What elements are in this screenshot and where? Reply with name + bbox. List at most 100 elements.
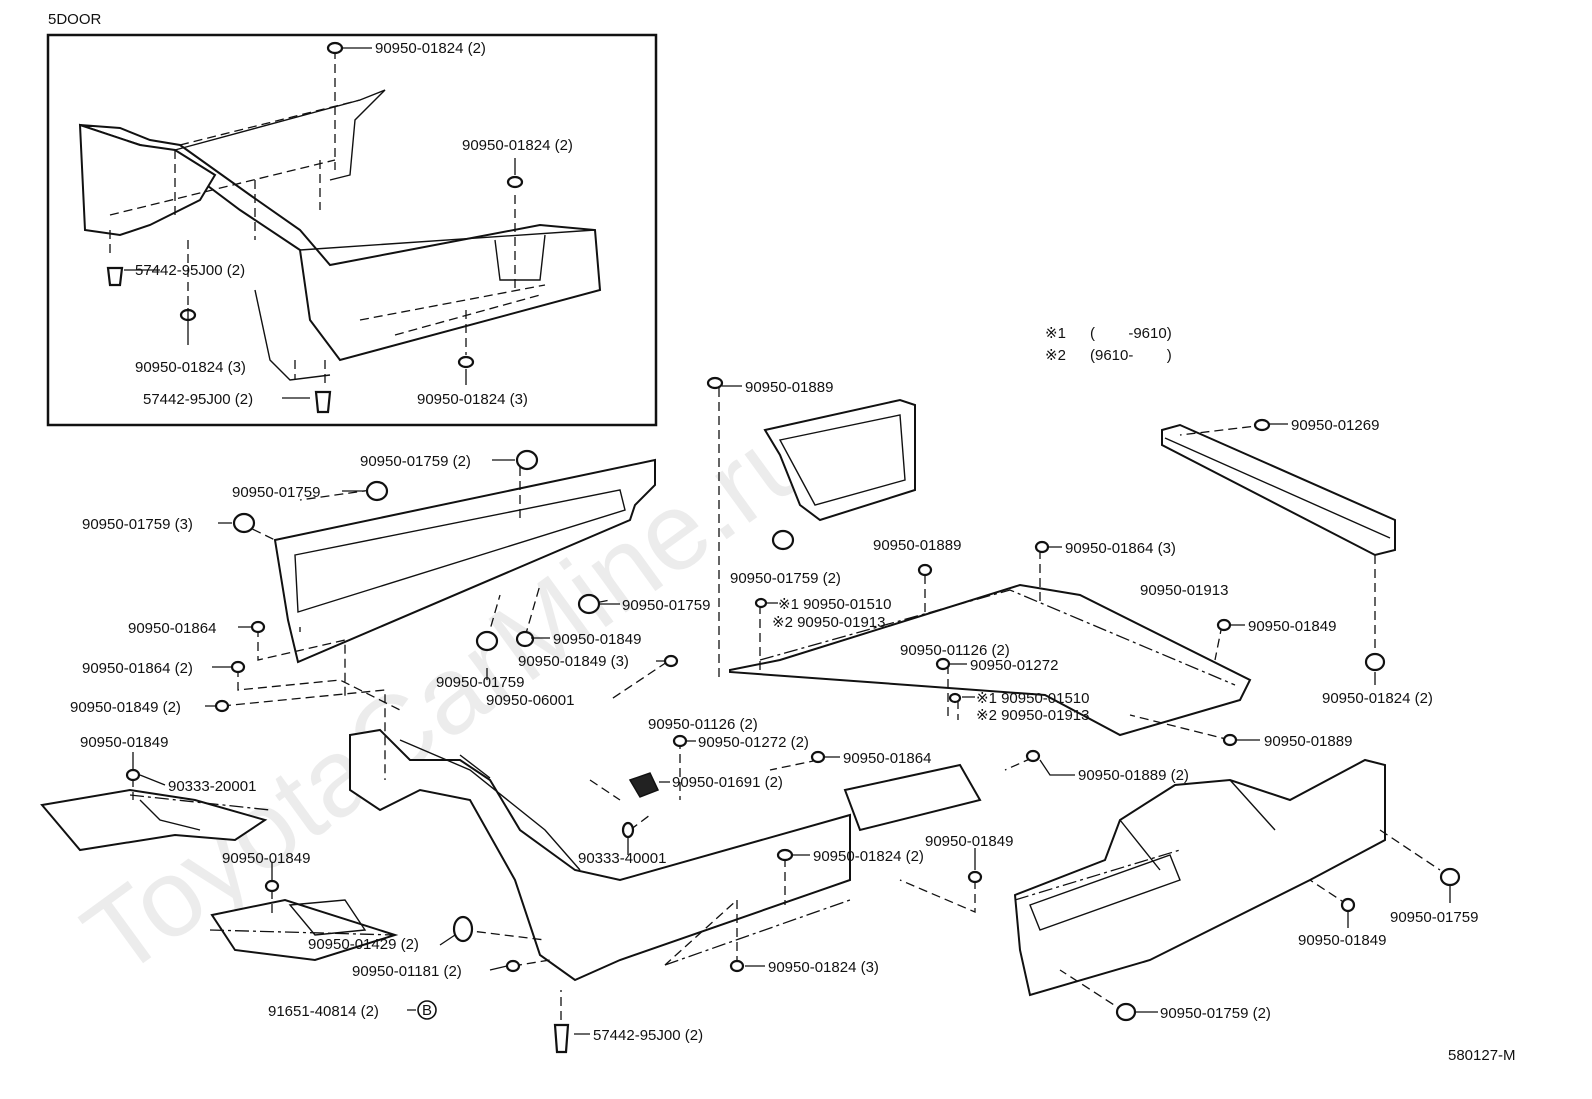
drawing-number: 580127-M (1448, 1047, 1516, 1064)
clip-icon (810, 750, 826, 764)
clip-icon (1034, 540, 1050, 554)
part-label: 90950-01849 (925, 833, 1013, 850)
clip-icon (935, 657, 951, 671)
part-label: 57442-95J00 (2) (143, 391, 253, 408)
grommet-icon (1439, 867, 1461, 887)
clip-icon (1025, 749, 1041, 763)
part-label: 90950-01759 (622, 597, 710, 614)
part-label: 90950-01864 (3) (1065, 540, 1176, 557)
part-label: 91651-40814 (2) (268, 1003, 379, 1020)
part-label: 90950-01759 (1390, 909, 1478, 926)
rear-pocket-panel (763, 398, 916, 522)
part-label: ※1 90950-01510 (778, 596, 892, 613)
clip-icon (917, 563, 933, 577)
clip-icon (125, 768, 141, 782)
part-label: 90950-01759 (436, 674, 524, 691)
part-label: 90333-40001 (578, 850, 666, 867)
part-label: 90950-06001 (486, 692, 574, 709)
push-rivet-icon (106, 266, 124, 287)
part-label: 90950-01824 (2) (375, 40, 486, 57)
clip-icon (948, 692, 962, 704)
clip-icon (457, 355, 475, 369)
clip-icon (672, 734, 688, 748)
part-label: 90950-01126 (2) (648, 716, 758, 733)
part-label: 90950-01849 (80, 734, 168, 751)
grommet-icon (475, 630, 499, 652)
clip-icon (1253, 418, 1271, 432)
part-label: ※1 90950-01510 (976, 690, 1090, 707)
clip-icon (1340, 897, 1356, 913)
clip-icon (506, 175, 524, 189)
part-label: 90950-01889 (1264, 733, 1352, 750)
inset-5door: 5DOOR 90950-01824 (2) 90950-01824 (2) 57… (46, 11, 658, 427)
clip-icon (505, 959, 521, 973)
clip-icon (1216, 618, 1232, 632)
inset-liner-part (78, 89, 602, 381)
note-2-mark: ※2 (1045, 347, 1066, 364)
clip-icon (214, 699, 230, 713)
part-label: ※2 90950-01913 (976, 707, 1090, 724)
push-rivet-icon (314, 390, 332, 414)
part-label: 90950-01269 (1291, 417, 1379, 434)
plug-icon (621, 821, 635, 839)
dashed-guides (129, 388, 1441, 1020)
grommet-icon (515, 630, 535, 648)
reference-b-letter: B (422, 1002, 432, 1019)
grommet-icon (771, 529, 795, 551)
part-label: 90950-01824 (3) (417, 391, 528, 408)
part-label: 90950-01126 (2) (900, 642, 1010, 659)
push-rivet-icon (553, 1023, 570, 1054)
clip-icon (967, 870, 983, 884)
notes: ※1 ( -9610) ※2 (9610- ) (1045, 325, 1172, 364)
part-labels: 90950-01889 90950-01269 90950-01759 (2) … (70, 379, 1478, 1044)
side-trim-board (273, 458, 656, 664)
part-label: 90950-01429 (2) (308, 936, 419, 953)
part-label: 90950-01272 (970, 657, 1058, 674)
part-label: 90950-01889 (2) (1078, 767, 1189, 784)
part-label: 90950-01759 (232, 484, 320, 501)
part-label: 90950-01849 (2) (70, 699, 181, 716)
inset-title: 5DOOR (48, 11, 102, 28)
part-label: 90950-01864 (128, 620, 216, 637)
clip-icon (326, 41, 344, 55)
part-label: 90950-01864 (843, 750, 931, 767)
clip-icon (754, 597, 768, 609)
clip-icon (663, 654, 679, 668)
part-label: 57442-95J00 (2) (135, 262, 245, 279)
floor-cover (843, 763, 982, 832)
part-label: 90950-01889 (745, 379, 833, 396)
clip-icon (250, 620, 266, 634)
part-label: 90950-01759 (2) (360, 453, 471, 470)
front-floor-mat (40, 788, 268, 852)
part-label: 90950-01864 (2) (82, 660, 193, 677)
part-label: 90950-01824 (3) (135, 359, 246, 376)
part-label: 90950-01824 (3) (768, 959, 879, 976)
leader-lines (132, 385, 1451, 1035)
part-label: 90950-01849 (553, 631, 641, 648)
clip-icon (1222, 733, 1238, 747)
luggage-side-trim (349, 728, 851, 982)
note-2-text: (9610- ) (1090, 347, 1172, 364)
clip-icon (776, 848, 794, 862)
part-label: ※2 90950-01913 (772, 614, 886, 631)
part-label: 90950-01181 (2) (352, 963, 462, 980)
note-1-mark: ※1 (1045, 325, 1066, 342)
part-label: 90950-01824 (2) (1322, 690, 1433, 707)
part-label: 90950-01824 (2) (462, 137, 573, 154)
part-label: 90950-01913 (1140, 582, 1228, 599)
grommet-icon (365, 480, 389, 502)
grommet-icon (1115, 1002, 1137, 1022)
part-label: 90950-01849 (3) (518, 653, 629, 670)
clip-icon (706, 376, 724, 390)
reference-b-icon (417, 1000, 437, 1020)
grommet-icon (452, 915, 474, 943)
part-label: 90333-20001 (168, 778, 256, 795)
grommet-icon (577, 593, 601, 615)
part-label: 90950-01759 (3) (82, 516, 193, 533)
part-label: 90950-01849 (1248, 618, 1336, 635)
part-label: 90950-01849 (222, 850, 310, 867)
part-label: 90950-01759 (2) (730, 570, 841, 587)
grommet-icon (232, 512, 256, 534)
part-label: 90950-01824 (2) (813, 848, 924, 865)
